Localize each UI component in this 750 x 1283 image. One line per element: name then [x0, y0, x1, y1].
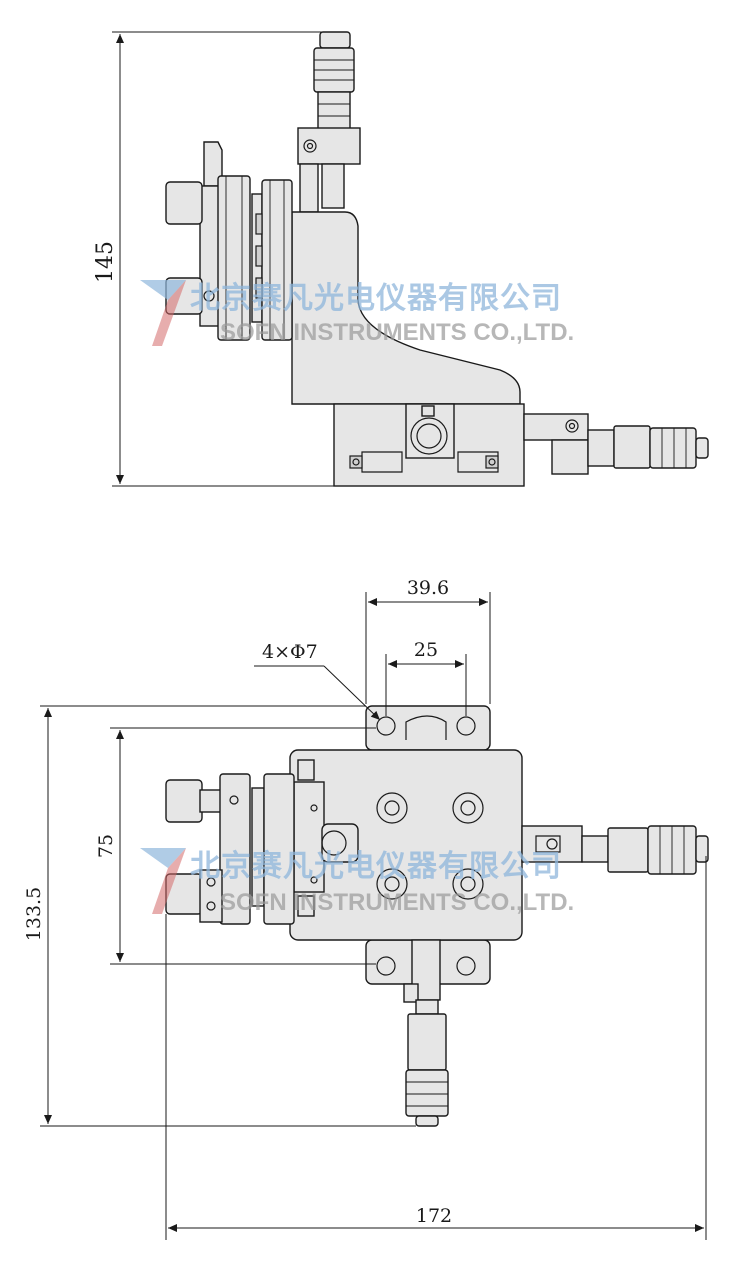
top-view: 39.6 25 4×Φ7 75 133.5: [23, 577, 709, 1240]
hole-callout: 4×Φ7: [254, 641, 381, 721]
watermark-logo: [140, 280, 186, 346]
dimension-label-172: 172: [416, 1205, 452, 1227]
hole-callout-label: 4×Φ7: [262, 641, 318, 663]
dimension-25: 25: [385, 639, 467, 716]
dimension-145: 145: [93, 31, 334, 487]
watermark-logo: [140, 848, 186, 914]
watermark-bottom: 北京赛凡光电仪器有限公司 SOFN INSTRUMENTS CO.,LTD.: [140, 848, 574, 916]
right-micrometer: [521, 825, 709, 875]
mount-hole: [376, 716, 396, 736]
vertical-stage-body: [291, 211, 521, 405]
watermark-company-en: SOFN INSTRUMENTS CO.,LTD.: [220, 319, 574, 346]
watermark-company-cn: 北京赛凡光电仪器有限公司: [190, 281, 562, 316]
bottom-micrometer: [403, 939, 449, 1127]
side-knob-assembly: [165, 141, 293, 341]
dimension-75: 75: [95, 727, 376, 965]
dimension-label-133-5: 133.5: [23, 887, 45, 941]
watermark-company-cn: 北京赛凡光电仪器有限公司: [190, 849, 562, 884]
upper-mount-plate: [365, 705, 491, 751]
dimension-133-5: 133.5: [23, 705, 416, 1127]
vertical-micrometer: [313, 31, 355, 131]
top-knob-assembly: [165, 773, 295, 925]
mount-hole: [376, 956, 396, 976]
dimension-label-145: 145: [93, 241, 118, 283]
micrometer-bracket: [297, 127, 361, 213]
dimension-label-75: 75: [95, 834, 117, 858]
dimension-39-6: 39.6: [365, 577, 491, 704]
dimension-label-25: 25: [414, 639, 438, 661]
lower-stage: [333, 403, 525, 487]
horizontal-micrometer: [523, 413, 709, 475]
mount-hole: [456, 716, 476, 736]
main-stage-plate: [289, 749, 523, 941]
dimension-label-39-6: 39.6: [407, 577, 449, 599]
mount-hole: [456, 956, 476, 976]
side-view: 145: [93, 31, 709, 487]
dimension-172: 172: [165, 856, 707, 1240]
watermark-top: 北京赛凡光电仪器有限公司 SOFN INSTRUMENTS CO.,LTD.: [140, 280, 574, 346]
watermark-company-en: SOFN INSTRUMENTS CO.,LTD.: [220, 889, 574, 916]
